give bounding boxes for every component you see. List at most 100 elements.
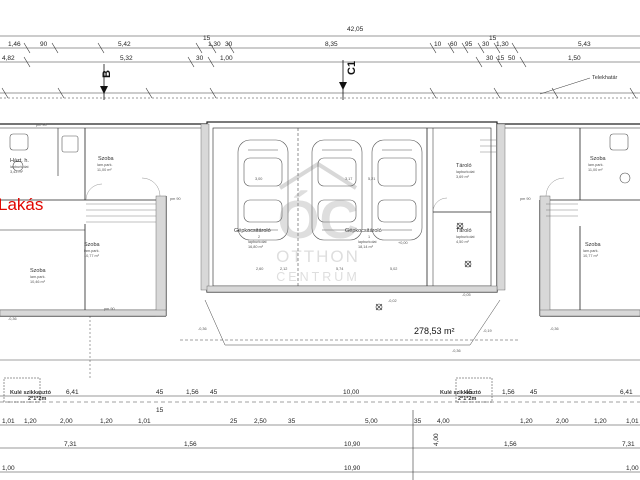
outdoor-lines (0, 299, 640, 403)
dim-label: 10 (434, 41, 442, 48)
room-tarolo-2: Tároló lapburkolat 4,50 m² (456, 228, 476, 244)
dim-label: 90 (40, 41, 48, 48)
top-dimension-ticks (1, 42, 637, 99)
dim-label: 1,30 (496, 41, 509, 48)
dim-label: 8,35 (325, 41, 338, 48)
room-floor: lam.park. (84, 249, 100, 253)
level-label: -0,05 (462, 293, 471, 297)
dim-label: 15 (497, 55, 505, 62)
room-name: Szoba (30, 268, 47, 274)
dim-label: 1,20 (520, 418, 533, 425)
dim-label: 45 (530, 389, 538, 396)
room-floor: lam.park. (588, 163, 604, 167)
room-szoba-topleft: Szoba lam.park. 11,00 m² (97, 156, 115, 172)
dim-label: 1,56 (186, 389, 199, 396)
room-name: Gépkocsitároló (345, 228, 382, 234)
septic-size: 2*1*2m (458, 396, 476, 402)
room-szoba-mid-left: Szoba lam.park. 10,77 m² (84, 242, 101, 258)
dim-label: 5,32 (120, 55, 133, 62)
dim-label: 15 (203, 35, 211, 42)
septic-label: Kulé szikkasztó (10, 390, 52, 396)
room-number: 2 (258, 235, 260, 239)
dim-label: 6,41 (620, 389, 633, 396)
pm-label: pm 90 (170, 197, 181, 201)
dim-label: 2,50 (254, 418, 267, 425)
level-label: -0,02 (388, 299, 397, 303)
dim-label: 1,56 (504, 441, 517, 448)
dim-label: 3,00 (255, 177, 262, 181)
dim-label: 1,46 (8, 41, 21, 48)
bottom-dimension-lines (0, 395, 640, 480)
room-area: 10,46 m² (30, 280, 46, 284)
septic-left: Kulé szikkasztó 2*1*2m (3, 377, 52, 403)
axis-label-c1: C1 (346, 61, 358, 75)
dim-label: 1,00 (220, 55, 233, 62)
room-floor: lapburkolat (456, 170, 476, 174)
room-floor: lapburkolat (358, 240, 378, 244)
room-area: 10,77 m² (583, 254, 599, 258)
room-area: 3,43 m² (10, 170, 24, 174)
dim-label: 95 (465, 41, 473, 48)
bottom-dim-row3: 7,31 1,56 10,90 1,56 7,31 (64, 441, 635, 448)
dim-total: 42,05 (347, 26, 364, 33)
pm-label: pm 90 (520, 197, 531, 201)
svg-text:ÓC: ÓC (278, 190, 359, 250)
room-name: Tároló (456, 228, 472, 234)
dim-label: 45 (465, 389, 473, 396)
septic-size: 2*1*2m (28, 396, 46, 402)
dim-label: 35 (414, 418, 422, 425)
septic-label: Kulé szikkasztó (440, 390, 482, 396)
room-area: 4,50 m² (456, 240, 470, 244)
room-name: Szoba (585, 242, 602, 248)
dim-label: 1,30 (208, 41, 221, 48)
level-label: -0,19 (483, 329, 492, 333)
room-floor: lam.park. (97, 163, 113, 167)
room-name: Szoba (98, 156, 115, 162)
bottom-dim-row1: 6,41 45 1,56 45 10,00 45 1,56 45 6,41 (66, 389, 633, 396)
dim-label: 4,00 (437, 418, 450, 425)
car-icon (371, 139, 423, 241)
room-szoba-bottomleft: Szoba lam.park. 10,46 m² (30, 268, 47, 284)
dim-label: 60 (450, 41, 458, 48)
room-area: 18,14 m² (358, 245, 374, 249)
room-haztart: Házt. h. lapburkolat 3,43 m² (10, 158, 30, 174)
level-label: +0,00 (398, 241, 408, 245)
level-label: -0,36 (198, 327, 207, 331)
total-area-label: 278,53 m² (414, 326, 455, 336)
dim-label: 30 (196, 55, 204, 62)
room-name: Szoba (84, 242, 101, 248)
dim-label: 45 (210, 389, 218, 396)
dim-label: 4,82 (2, 55, 15, 62)
room-floor: lapburkolat (456, 235, 476, 239)
top-dimension-lines (0, 35, 640, 99)
dim-label: 35 (288, 418, 296, 425)
stairs-icon (86, 139, 578, 223)
drain-icon (375, 222, 472, 311)
room-szoba-topright: Szoba lam.park. 11,00 m² (588, 156, 607, 172)
bathroom-fixtures-icon (9, 133, 631, 184)
axis-label-b: B (101, 70, 113, 78)
room-szoba-right: Szoba lam.park. 10,77 m² (583, 242, 602, 258)
top-dim-row2: 4,82 5,32 30 1,00 30 15 50 1,50 (2, 55, 581, 62)
dim-label: 1,20 (24, 418, 37, 425)
logo-line1: OTTHON (276, 247, 360, 266)
septic-right: Kulé szikkasztó 2*1*2m (440, 377, 493, 403)
dim-label: 45 (156, 389, 164, 396)
level-label: -0,36 (8, 317, 17, 321)
dim-label: 1,56 (184, 441, 197, 448)
dim-label: 7,31 (64, 441, 77, 448)
dim-label: 10,90 (344, 441, 361, 448)
pm-label: pm 90 (36, 123, 47, 127)
dim-label: 50 (508, 55, 516, 62)
dim-label: 2,12 (280, 267, 287, 271)
room-name: Szoba (590, 156, 607, 162)
room-area: 3,69 m² (456, 175, 470, 179)
telekhatar-marker: Telekhatár (539, 75, 618, 95)
telekhatar-label: Telekhatár (592, 75, 618, 81)
dim-label: 2,60 (256, 267, 263, 271)
dim-label: 1,01 (626, 418, 639, 425)
dim-label: 10,00 (343, 389, 360, 396)
dim-label: 30 (225, 41, 233, 48)
dim-label: 10,90 (344, 465, 361, 472)
